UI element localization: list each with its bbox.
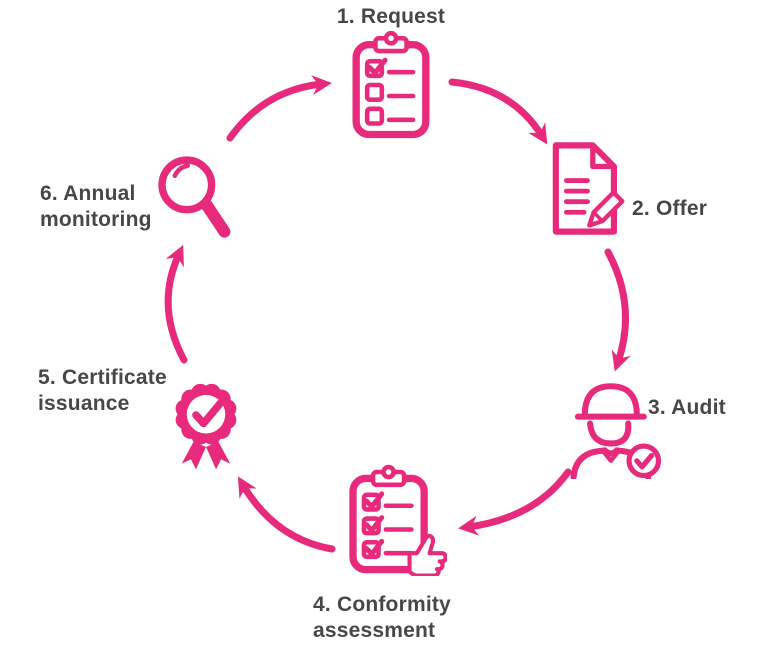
arrow-audit-to-conformity [458, 468, 572, 536]
arrow-annual-to-request [226, 75, 332, 142]
arrow-offer-to-audit [604, 248, 631, 372]
certificate-rosette-check-icon [175, 383, 237, 470]
auditor-hardhat-check-icon [570, 383, 662, 479]
step-label-offer: 2. Offer [632, 197, 708, 220]
arrow-request-to-offer [448, 78, 548, 145]
step-label-audit: 3. Audit [648, 396, 726, 419]
arrow-certificate-to-annual [164, 244, 188, 364]
document-pencil-icon [552, 142, 625, 235]
step-label-certificate-issuance: 5. Certificate issuance [38, 366, 167, 416]
clipboard-thumbs-up-icon [349, 464, 447, 576]
step-label-conformity-assessment: 4. Conformity assessment [313, 593, 451, 643]
step-label-annual-monitoring: 6. Annual monitoring [40, 182, 152, 232]
arrow-conformity-to-certificate [237, 476, 336, 553]
clipboard-checklist-icon [352, 30, 430, 139]
step-label-request: 1. Request [336, 5, 446, 28]
thumbs-up-icon [407, 533, 447, 576]
magnifying-glass-icon [158, 156, 231, 238]
